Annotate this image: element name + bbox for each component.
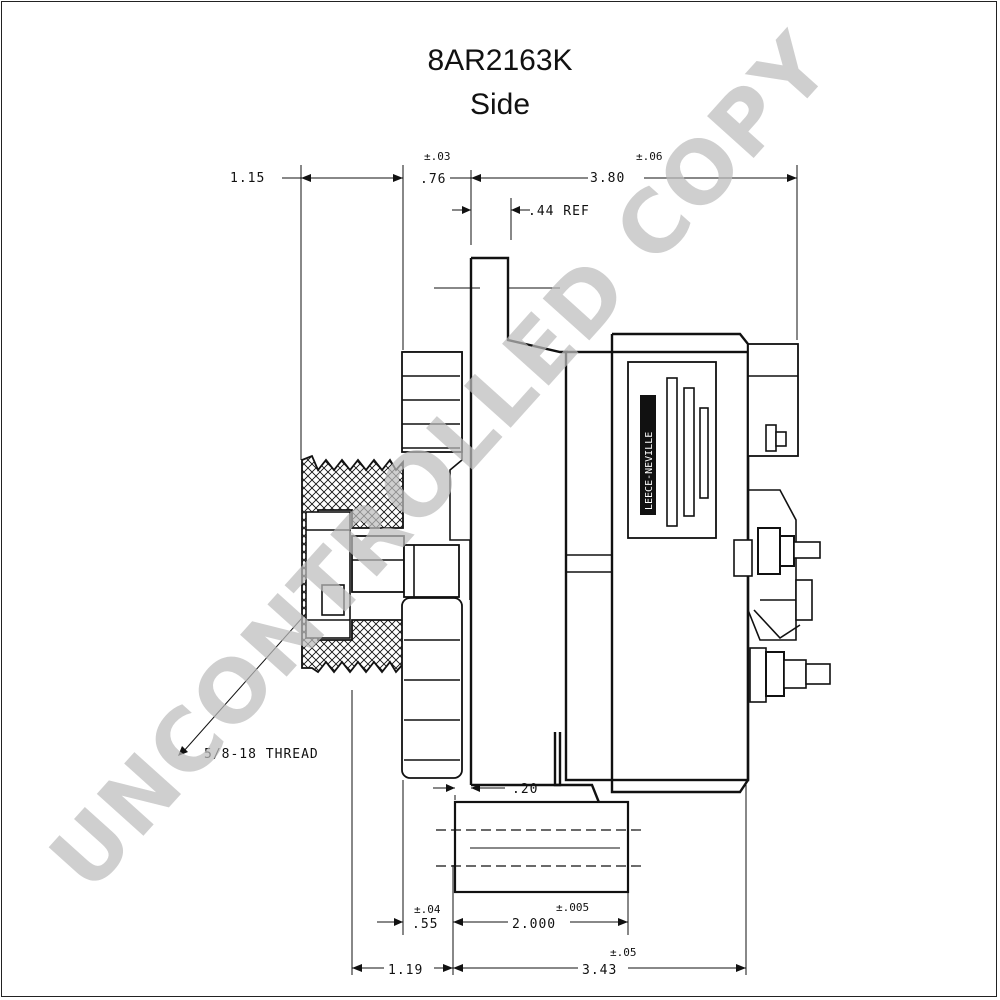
shaft-and-fan [351,351,470,779]
dim-055: .55 [412,917,438,932]
dim-1-15: 1.15 [230,171,265,186]
mounting-foot [436,800,642,894]
dim-044-ref: .44 REF [528,204,590,219]
rear-terminals [733,343,831,703]
dim-055-tol: ±.04 [414,903,441,916]
thread-callout: 5/8-18 THREAD [178,599,319,762]
nameplate: LEECE-NEVILLE [627,361,717,539]
dim-380-tol: ±.06 [636,150,663,163]
dim-076: .76 [420,172,446,187]
dim-119: 1.19 [388,963,423,978]
dim-343-tol: ±.05 [610,946,637,959]
part-number-title: 8AR2163K [427,44,573,77]
dim-2000-tol: ±.005 [556,901,589,914]
nameplate-brand: LEECE-NEVILLE [644,432,655,510]
dim-2000: 2.000 [512,917,556,932]
main-housing: LEECE-NEVILLE [564,332,750,794]
thread-label: 5/8-18 THREAD [204,747,319,762]
dim-343: 3.43 [582,963,617,978]
view-label: Side [469,88,531,121]
dim-380: 3.80 [590,171,625,186]
dim-076-tol: ±.03 [424,150,451,163]
pulley [301,454,404,674]
